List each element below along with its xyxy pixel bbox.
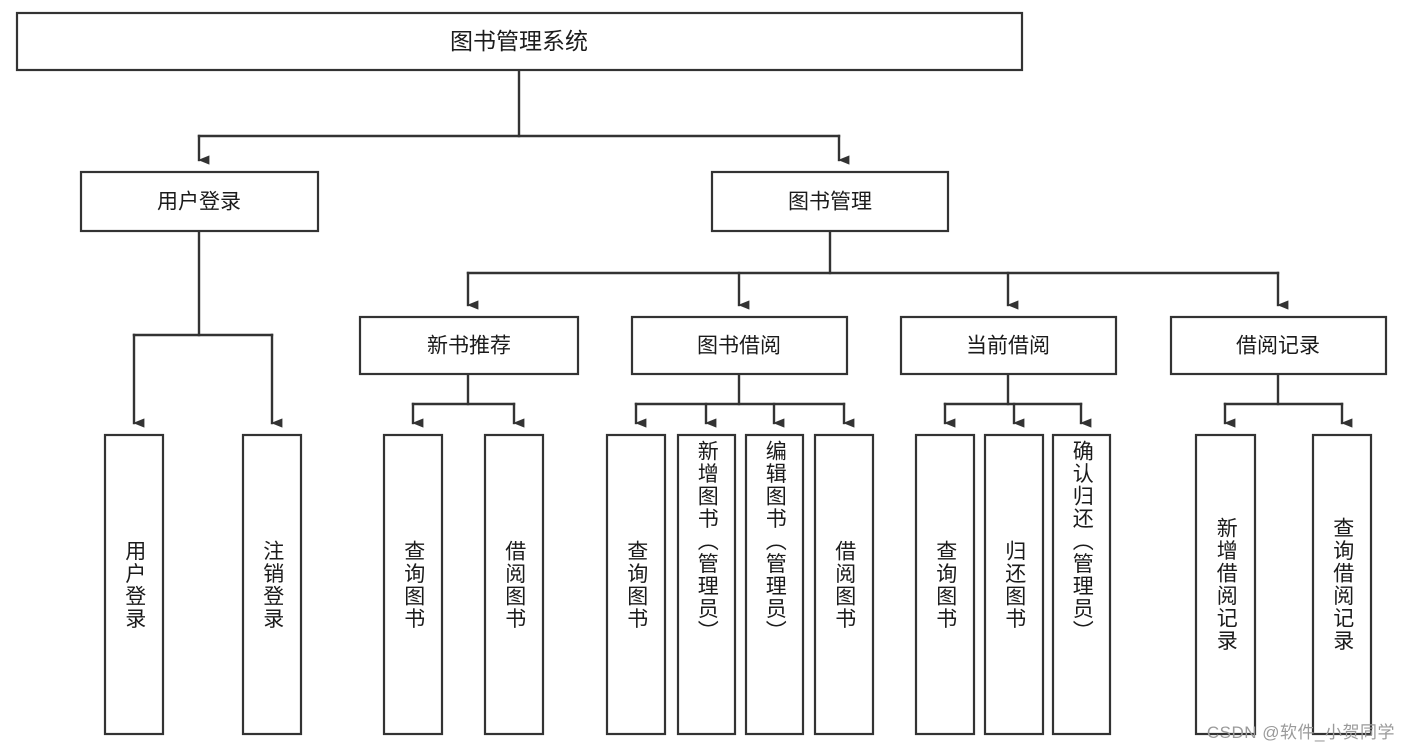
leaf-box-return-book[interactable] [983,433,1045,736]
node-user-login-label: 用户登录 [157,191,241,214]
connector-borrowrecord-to-leaves [1223,372,1353,428]
node-borrow-record-label: 借阅记录 [1236,335,1320,358]
leaf-box-edit-book[interactable] [744,433,805,736]
connector-newbook-to-leaves [411,372,525,428]
leaf-box-confirm-return[interactable] [1051,433,1112,736]
leaf-box-query-book-3[interactable] [914,433,976,736]
node-new-book-recommend-label: 新书推荐 [427,335,511,358]
node-borrow-record[interactable]: 借阅记录 [1169,315,1388,376]
leaf-box-borrow-book-1[interactable] [483,433,545,736]
csdn-watermark: CSDN @软件_小贺同学 [1206,723,1395,742]
leaf-box-borrow-book-2[interactable] [813,433,875,736]
leaf-box-query-record[interactable] [1311,433,1373,736]
node-current-borrow[interactable]: 当前借阅 [899,315,1118,376]
node-book-management-label: 图书管理 [788,191,872,214]
connector-bookmgmt-to-level3 [466,229,1289,310]
node-new-book-recommend[interactable]: 新书推荐 [358,315,580,376]
node-root-label: 图书管理系统 [450,28,588,54]
node-user-login[interactable]: 用户登录 [79,170,320,233]
node-book-borrow[interactable]: 图书借阅 [630,315,849,376]
leaf-box-query-book-1[interactable] [382,433,444,736]
connector-bookborrow-to-leaves [634,372,855,428]
node-book-management[interactable]: 图书管理 [710,170,950,233]
leaf-box-user-login[interactable] [103,433,165,736]
connector-root-to-level2 [197,68,850,165]
connector-currentborrow-to-leaves [943,372,1092,428]
node-book-borrow-label: 图书借阅 [697,335,781,358]
leaf-box-add-record[interactable] [1194,433,1257,736]
leaf-box-logout[interactable] [241,433,303,736]
leaf-box-add-book[interactable] [676,433,737,736]
node-root[interactable]: 图书管理系统 [15,11,1024,72]
leaf-box-query-book-2[interactable] [605,433,667,736]
leaf-boxes [103,433,1373,736]
node-current-borrow-label: 当前借阅 [966,335,1050,358]
connector-userlogin-to-leaves [132,229,283,428]
